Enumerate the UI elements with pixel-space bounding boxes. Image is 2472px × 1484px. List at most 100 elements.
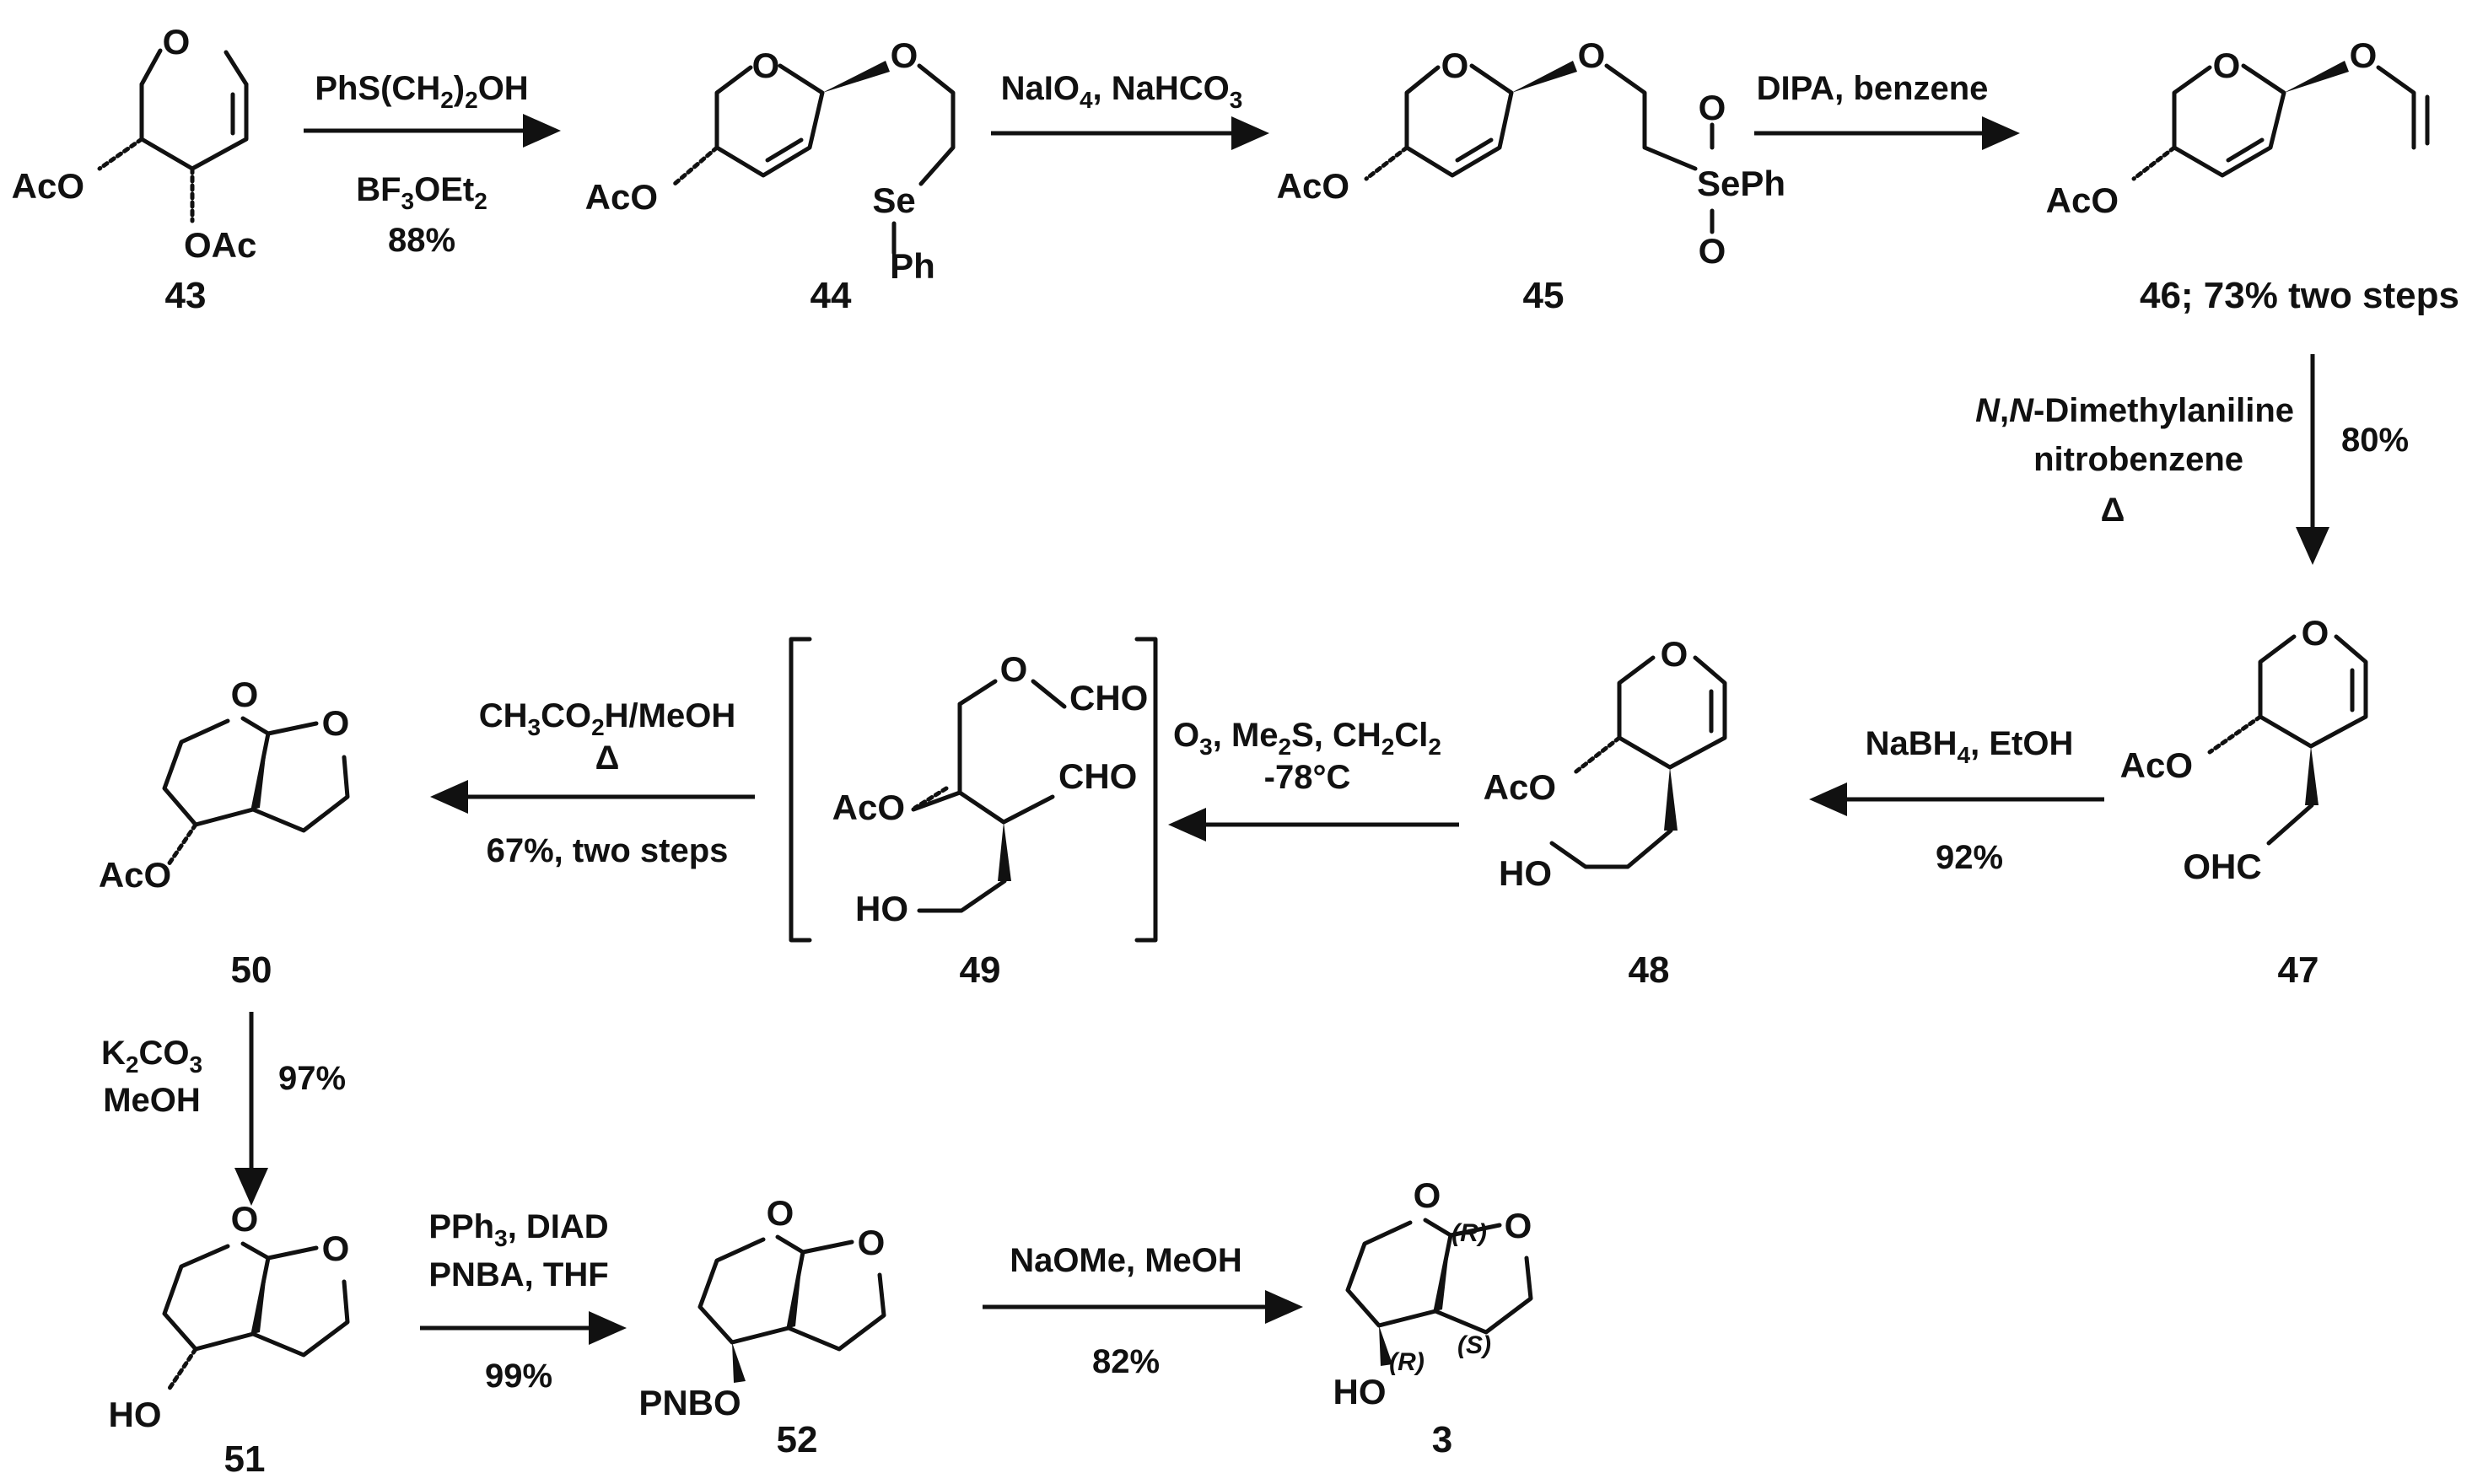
tetrahydrofuran-oxygen: O bbox=[1505, 1206, 1532, 1245]
compound-label: 52 bbox=[777, 1419, 818, 1460]
acetoxy: AcO bbox=[2046, 180, 2119, 220]
compound-47: O AcO OHC 47 bbox=[2120, 613, 2368, 991]
aldehyde-group: OHC bbox=[2183, 847, 2261, 886]
ring-oxygen: O bbox=[2213, 46, 2241, 85]
selenone-group: SePh bbox=[1697, 164, 1785, 203]
compound-label: 45 bbox=[1523, 275, 1565, 316]
compound-label: 49 bbox=[960, 949, 1001, 991]
tetrahydrofuran-oxygen: O bbox=[322, 703, 350, 743]
ester-oxygen: O bbox=[1000, 649, 1028, 689]
compound-label: 44 bbox=[811, 275, 852, 316]
step-3: DIPA, benzene bbox=[1754, 70, 2020, 150]
selenone-oxygen-top: O bbox=[1699, 88, 1726, 127]
selenone-oxygen-bottom: O bbox=[1699, 231, 1726, 271]
yield-label: 99% bbox=[485, 1358, 552, 1395]
reagent-text: DIPA, benzene bbox=[1757, 70, 1989, 107]
step-7: CH3CO2H/MeOH Δ 67%, two steps bbox=[430, 697, 755, 869]
compound-label: 47 bbox=[2278, 949, 2319, 991]
ring-oxygen: O bbox=[1441, 46, 1469, 85]
stereo-descriptor-r-anomeric: (R) bbox=[1451, 1219, 1487, 1247]
reagent-line-2: BF3OEt2 bbox=[356, 171, 487, 214]
furanose-oxygen: O bbox=[231, 1199, 259, 1239]
reagent-line-2: nitrobenzene bbox=[2033, 441, 2243, 478]
step-10: NaOMe, MeOH 82% bbox=[983, 1242, 1303, 1380]
compound-44: O O AcO Se Ph 44 bbox=[585, 35, 956, 316]
step-6: O3, Me2S, CH2Cl2 -78°C bbox=[1168, 717, 1459, 841]
acetoxy: AcO bbox=[585, 177, 658, 217]
acetoxy: AcO bbox=[832, 788, 905, 827]
reagent-line-2: PNBA, THF bbox=[428, 1256, 608, 1293]
ether-oxygen: O bbox=[891, 35, 918, 75]
acetoxy: AcO bbox=[1277, 166, 1349, 206]
reagent-text: NaBH4, EtOH bbox=[1866, 725, 2074, 768]
reagent-line-1: PhS(CH2)2OH bbox=[315, 70, 528, 113]
compound-52: O O PNBO 52 bbox=[638, 1193, 886, 1460]
reagent-line-1: N,N-Dimethylaniline bbox=[1975, 392, 2294, 429]
ring-oxygen: O bbox=[163, 22, 191, 62]
furanose-oxygen: O bbox=[231, 675, 259, 714]
ring-oxygen: O bbox=[2302, 613, 2329, 653]
stereo-descriptor-s: (S) bbox=[1457, 1331, 1491, 1359]
compound-43: O AcO OAc 43 bbox=[12, 22, 257, 316]
yield-label: 80% bbox=[2341, 422, 2409, 459]
acetoxy: AcO bbox=[2120, 745, 2193, 785]
step-8: K2CO3 MeOH 97% bbox=[101, 1012, 346, 1206]
step-2: NaIO4, NaHCO3 bbox=[991, 70, 1269, 150]
furanose-oxygen: O bbox=[767, 1193, 794, 1233]
ring-oxygen: O bbox=[752, 46, 780, 85]
yield-label: 67%, two steps bbox=[487, 832, 729, 869]
compound-label: 51 bbox=[224, 1438, 266, 1480]
step-4: N,N-Dimethylaniline nitrobenzene Δ 80% bbox=[1975, 354, 2409, 565]
tetrahydrofuran-oxygen: O bbox=[858, 1223, 886, 1262]
formate-group: CHO bbox=[1069, 678, 1148, 718]
compound-48: O AcO HO 48 bbox=[1484, 634, 1727, 991]
furanose-oxygen: O bbox=[1414, 1175, 1441, 1215]
heat-symbol: Δ bbox=[2101, 492, 2125, 529]
reagent-line-1: O3, Me2S, CH2Cl2 bbox=[1173, 717, 1441, 760]
hydroxyl: HO bbox=[109, 1395, 162, 1434]
yield-label: 92% bbox=[1936, 839, 2003, 876]
compound-51: O O HO 51 bbox=[109, 1199, 350, 1480]
yield-label: 97% bbox=[278, 1060, 346, 1097]
acetoxy: AcO bbox=[99, 855, 171, 895]
phenyl-group: Ph bbox=[890, 246, 935, 286]
ether-oxygen: O bbox=[2350, 35, 2378, 75]
reagent-line-2: MeOH bbox=[103, 1082, 201, 1119]
compound-label: 50 bbox=[231, 949, 272, 991]
compound-label: 3 bbox=[1432, 1419, 1452, 1460]
pnb-ester-group: PNBO bbox=[638, 1383, 741, 1422]
reagent-line-1: PPh3, DIAD bbox=[428, 1208, 608, 1251]
step-1: PhS(CH2)2OH BF3OEt2 88% bbox=[304, 70, 561, 259]
hydroxyl: HO bbox=[1499, 853, 1552, 893]
hydroxyl: HO bbox=[855, 889, 908, 928]
hydroxyl: HO bbox=[1333, 1372, 1387, 1411]
selenium-atom: Se bbox=[872, 180, 915, 220]
step-9: PPh3, DIAD PNBA, THF 99% bbox=[420, 1208, 627, 1395]
heat-symbol: Δ bbox=[595, 739, 620, 777]
ring-oxygen: O bbox=[1661, 634, 1688, 674]
yield-label: 82% bbox=[1092, 1343, 1160, 1380]
tetrahydrofuran-oxygen: O bbox=[322, 1229, 350, 1268]
acetoxy-bottom: OAc bbox=[184, 225, 256, 265]
ether-oxygen: O bbox=[1578, 35, 1606, 75]
compound-label: 46; 73% two steps bbox=[2140, 275, 2459, 316]
compound-label: 48 bbox=[1629, 949, 1670, 991]
reagent-text: NaOMe, MeOH bbox=[1010, 1242, 1242, 1279]
step-5: NaBH4, EtOH 92% bbox=[1809, 725, 2104, 876]
reagent-line-2: -78°C bbox=[1264, 759, 1351, 796]
acetoxy-left: AcO bbox=[12, 166, 84, 206]
acetoxy: AcO bbox=[1484, 767, 1556, 807]
stereo-descriptor-r-carbinol: (R) bbox=[1389, 1348, 1424, 1376]
compound-49: O CHO CHO AcO HO 49 bbox=[789, 637, 1158, 991]
reagent-line-1: CH3CO2H/MeOH bbox=[479, 697, 736, 740]
compound-45: O O AcO O SePh O 45 bbox=[1277, 35, 1785, 316]
reagent-line-1: K2CO3 bbox=[101, 1035, 202, 1078]
compound-label: 43 bbox=[165, 275, 207, 316]
reagent-line-1: NaIO4, NaHCO3 bbox=[1001, 70, 1243, 113]
compound-3: O O HO (R) (R) (S) 3 bbox=[1333, 1175, 1533, 1460]
aldehyde-group: CHO bbox=[1058, 756, 1137, 796]
yield-label: 88% bbox=[388, 222, 455, 259]
compound-50: O O AcO 50 bbox=[99, 675, 350, 991]
compound-46: O O AcO 46; 73% two steps bbox=[2046, 35, 2459, 316]
